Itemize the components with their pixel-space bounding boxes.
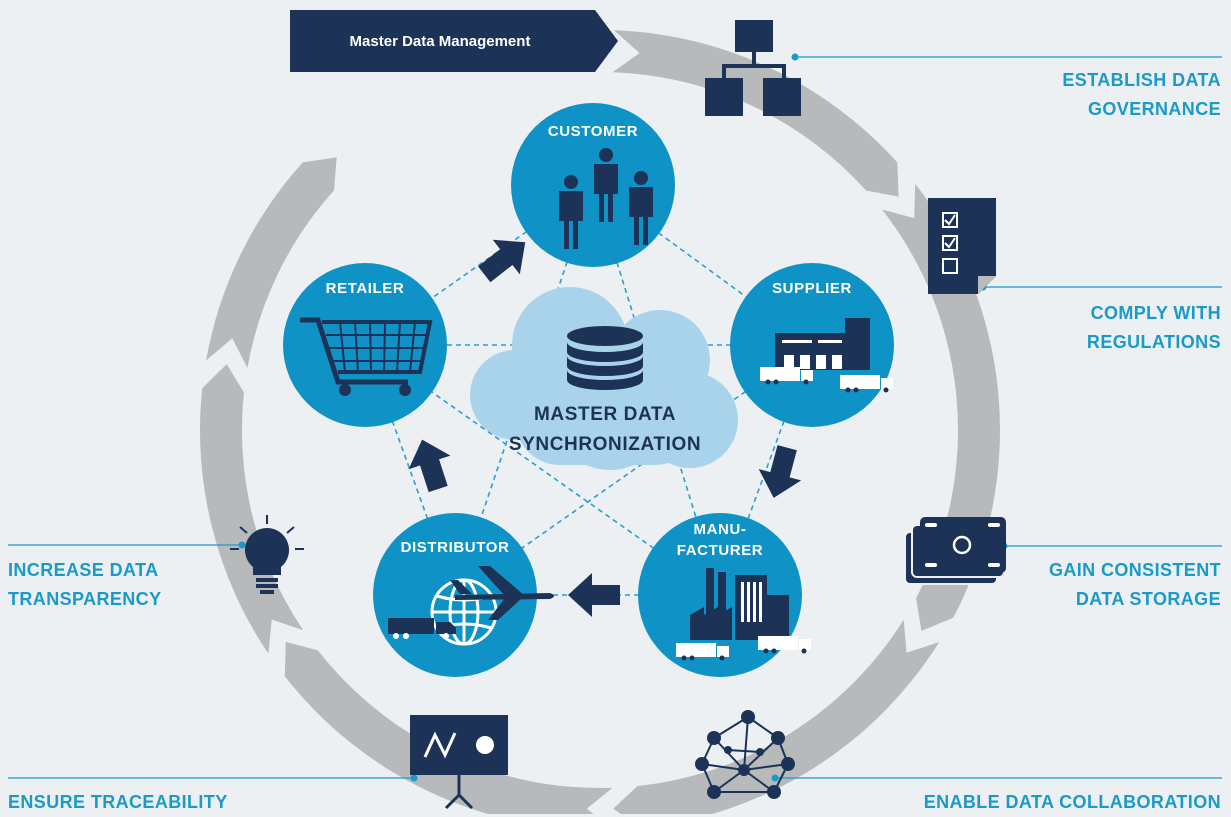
banner-title: Master Data Management — [349, 32, 531, 50]
benefit-governance-line-2: GOVERNANCE — [1087, 99, 1221, 119]
benefit-traceability-line-1: ENSURE TRACEABILITY — [8, 792, 228, 812]
factory-icon — [676, 568, 811, 661]
lightbulb-icon — [230, 515, 304, 594]
presentation-board-icon — [410, 715, 508, 810]
people-icon — [559, 148, 653, 249]
node-manufacturer-line-1: MANU- — [693, 521, 747, 538]
leader-lines — [8, 56, 1222, 779]
benefit-traceability: ENSURE TRACEABILITY — [8, 788, 228, 817]
ring-segment-4 — [284, 641, 613, 814]
benefit-regulations-line-2: REGULATIONS — [1086, 332, 1221, 352]
center-title: MASTER DATA SYNCHRONIZATION — [500, 400, 710, 460]
ring-segment-6 — [206, 157, 337, 368]
benefit-transparency-line-1: INCREASE DATA — [8, 560, 159, 580]
benefit-regulations-line-1: COMPLY WITH — [1090, 303, 1221, 323]
benefit-collaboration: ENABLE DATA COLLABORATION — [924, 788, 1221, 817]
warehouse-trucks-icon — [760, 318, 893, 393]
database-icon — [567, 326, 643, 390]
node-customer-line: CUSTOMER — [547, 123, 639, 140]
benefit-regulations: COMPLY WITH REGULATIONS — [1087, 299, 1221, 357]
checklist-icon — [928, 198, 996, 294]
node-supplier-title: SUPPLIER — [752, 278, 872, 299]
node-supplier-line: SUPPLIER — [772, 280, 852, 297]
benefit-storage: GAIN CONSISTENT DATA STORAGE — [1049, 556, 1221, 614]
benefit-transparency: INCREASE DATA TRANSPARENCY — [8, 556, 161, 614]
banner-shape — [290, 10, 618, 72]
benefit-transparency-line-2: TRANSPARENCY — [8, 589, 162, 609]
globe-plane-truck-icon — [388, 566, 554, 646]
benefit-storage-line-2: DATA STORAGE — [1075, 589, 1221, 609]
banknotes-icon — [904, 517, 1006, 585]
ring-segment-1 — [612, 30, 899, 197]
benefit-governance: ESTABLISH DATA GOVERNANCE — [1062, 66, 1221, 124]
center-title-line-2: SYNCHRONIZATION — [508, 434, 702, 455]
node-customer-title: CUSTOMER — [533, 121, 653, 142]
node-manufacturer-title: MANU- FACTURER — [660, 519, 780, 561]
org-chart-icon — [705, 20, 801, 116]
benefit-governance-line-1: ESTABLISH DATA — [1062, 70, 1221, 90]
node-retailer-line: RETAILER — [325, 280, 405, 297]
benefit-collaboration-line-1: ENABLE DATA COLLABORATION — [923, 792, 1221, 812]
node-distributor-line: DISTRIBUTOR — [400, 539, 510, 556]
center-title-line-1: MASTER DATA — [533, 404, 677, 425]
node-distributor-title: DISTRIBUTOR — [395, 537, 515, 558]
node-manufacturer-line-2: FACTURER — [676, 542, 764, 559]
ring-segment-5 — [199, 364, 304, 654]
node-retailer-title: RETAILER — [305, 278, 425, 299]
network-icon — [695, 710, 795, 799]
benefit-storage-line-1: GAIN CONSISTENT — [1048, 560, 1221, 580]
shopping-cart-icon — [300, 317, 433, 396]
flow-arrows — [408, 239, 802, 617]
